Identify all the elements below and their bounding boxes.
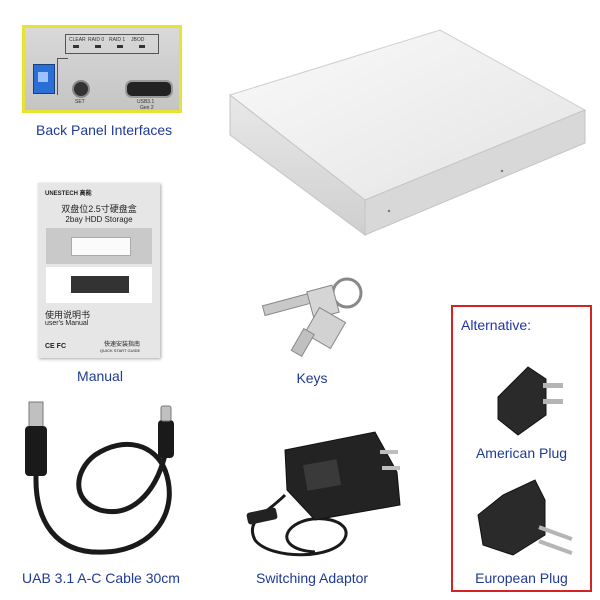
label-gen: Gen 2 (140, 105, 154, 111)
dip-leds (73, 45, 149, 48)
manual-quick-en: QUICK START GUIDE (100, 348, 141, 353)
key-2-icon (290, 306, 347, 357)
adaptor-prong-1 (380, 450, 398, 454)
manual-brand: UNESTECH 高能 (45, 191, 92, 197)
alternative-label: Alternative: (461, 317, 532, 333)
enclosure-side (364, 109, 586, 236)
manual-marks: CE FC (45, 343, 66, 350)
caption-manual: Manual (77, 368, 123, 384)
manual-photo-black (46, 267, 152, 303)
raid-switch-frame (65, 34, 159, 54)
power-port-pins (38, 72, 48, 82)
usb-a-connector-icon (28, 401, 44, 429)
alternative-plugs-box: Alternative: American Plug European Plug (451, 305, 592, 592)
usb-cable-image (25, 401, 174, 555)
caption-cable: UAB 3.1 A-C Cable 30cm (22, 570, 180, 586)
caption-adaptor: Switching Adaptor (256, 570, 369, 586)
cable-loop (33, 441, 172, 555)
caption-keys: Keys (296, 370, 328, 386)
label-raid1: RAID 1 (109, 37, 126, 43)
usb-c-port-icon (125, 80, 173, 98)
label-jbod: JBOD (131, 37, 145, 43)
adaptor-cord (250, 493, 348, 557)
manual-title-en: 2bay HDD Storage (65, 215, 133, 224)
manual-title-cn: 双盘位2.5寸硬盘盒 (61, 204, 137, 214)
european-plug-icon (477, 479, 573, 556)
caption-back-panel: Back Panel Interfaces (36, 122, 173, 138)
manual-quick-cn: 快速安装指南 (104, 342, 141, 348)
adaptor-body (284, 431, 401, 521)
set-button-icon (72, 80, 90, 98)
usb-c-connector-icon (160, 405, 172, 422)
label-clear: CLEAR (69, 37, 86, 43)
american-plug-icon (497, 366, 563, 436)
enclosure-image (228, 29, 587, 236)
keys-image (261, 277, 363, 357)
manual-guide-en: user's Manual (45, 320, 89, 327)
label-raid0: RAID 0 (88, 37, 105, 43)
label-set: SET (75, 99, 85, 105)
back-panel-image: CLEAR RAID 0 RAID 1 JBOD SET USB3.1 Gen … (22, 25, 182, 113)
key-ring-icon (331, 277, 363, 309)
manual-booklet: UNESTECH 高能 双盘位2.5寸硬盘盒 2bay HDD Storage … (38, 183, 160, 358)
adaptor-image (246, 431, 401, 557)
caption-european: European Plug (475, 570, 568, 586)
key-1-icon (261, 284, 340, 320)
label-usb: USB3.1 (137, 99, 155, 105)
manual-photo-white (46, 228, 152, 264)
bracket-line (57, 58, 68, 95)
dc-plug-icon (246, 507, 278, 525)
adaptor-prong-2 (382, 466, 400, 470)
manual-guide-cn: 使用说明书 (45, 310, 91, 320)
caption-american: American Plug (475, 445, 568, 461)
